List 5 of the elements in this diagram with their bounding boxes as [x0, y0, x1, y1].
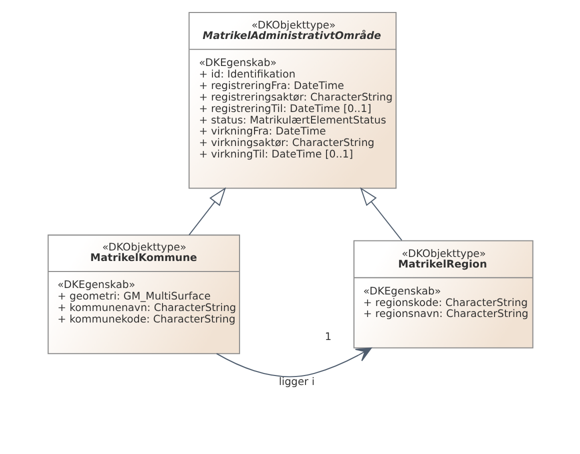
arrow: [216, 347, 372, 378]
label: 1: [324, 331, 331, 344]
arrow: [360, 187, 402, 241]
edge-label: ligger i: [278, 376, 314, 388]
arrow: [188, 187, 226, 236]
